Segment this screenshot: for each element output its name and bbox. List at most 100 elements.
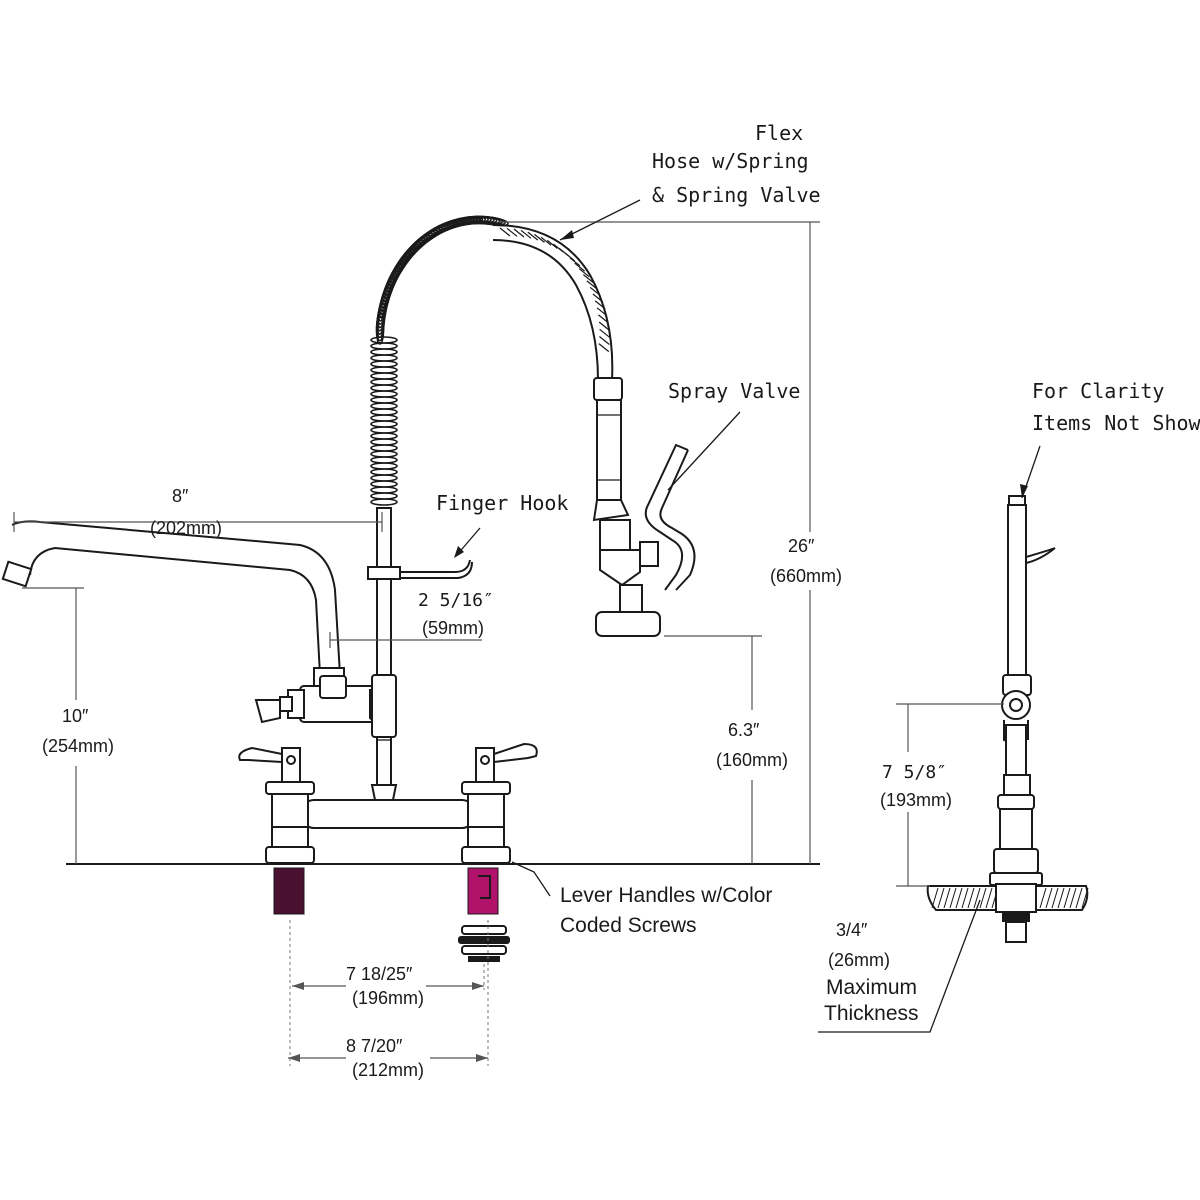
deck-hatch-line bbox=[1063, 887, 1071, 909]
spring-coil-loop bbox=[370, 378, 398, 386]
spring-coil-loop bbox=[370, 366, 398, 374]
deck-hatch-line bbox=[985, 887, 993, 909]
leader-lines bbox=[454, 199, 1041, 1033]
dim-inlet-spacing-in: 7 18/25″ bbox=[346, 964, 413, 984]
label-lever-handles-line1: Lever Handles w/Color bbox=[560, 884, 772, 907]
deck-hatch-line bbox=[949, 887, 957, 909]
spring-coil-loop bbox=[370, 390, 398, 398]
left-valve bbox=[238, 746, 315, 864]
label-lever-handles-line2: Coded Screws bbox=[560, 914, 697, 937]
dim-spout-reach-mm: (202mm) bbox=[150, 518, 222, 538]
dim-overall-height bbox=[500, 221, 820, 864]
deck-hatch-line bbox=[1081, 887, 1089, 909]
dim-spray-height-mm: (160mm) bbox=[716, 750, 788, 770]
deck-hatch-line bbox=[937, 887, 945, 909]
hose-tick bbox=[599, 336, 610, 345]
label-thickness: Thickness bbox=[824, 1002, 919, 1025]
spring-coil-loop bbox=[370, 420, 398, 428]
hose-tick bbox=[513, 228, 525, 238]
hose-tick bbox=[499, 227, 511, 237]
right-valve bbox=[461, 742, 538, 864]
dim-inlet-outer-mm: (212mm) bbox=[352, 1060, 424, 1080]
dim-spout-reach-in: 8″ bbox=[172, 486, 189, 506]
flex-hose bbox=[492, 224, 614, 381]
riser-pipe bbox=[370, 507, 398, 812]
spring-coil-loop bbox=[370, 462, 398, 470]
hose-tick bbox=[598, 321, 610, 331]
dim-overall-height-in: 26″ bbox=[788, 536, 815, 556]
spring-coil-loop bbox=[370, 492, 398, 500]
dim-side-height-in: 7 5/8″ bbox=[882, 762, 947, 783]
bridge-body bbox=[301, 799, 475, 829]
spring-coil-loop bbox=[370, 432, 398, 440]
deck-hatch-line bbox=[1039, 887, 1047, 909]
hose-tick bbox=[540, 236, 552, 246]
spring-coil-loop bbox=[370, 348, 398, 356]
dim-deck-thickness-in: 3/4″ bbox=[836, 920, 868, 940]
dim-inlet-spacing bbox=[288, 920, 489, 1066]
spring-coil-loop bbox=[370, 354, 398, 362]
dim-side-height bbox=[896, 703, 1004, 887]
spring-coil-loop bbox=[370, 498, 398, 506]
label-for-clarity-line2: Items Not Shown bbox=[1032, 411, 1200, 435]
dim-side-height-mm: (193mm) bbox=[880, 790, 952, 810]
hose-tick bbox=[598, 343, 610, 353]
dim-overall-height-mm: (660mm) bbox=[770, 566, 842, 586]
hose-tick bbox=[599, 328, 610, 338]
deck-hatch-line bbox=[955, 887, 963, 909]
dim-inlet-outer-in: 8 7/20″ bbox=[346, 1036, 403, 1056]
dim-deck-thickness-mm: (26mm) bbox=[828, 950, 890, 970]
spring-coil-loop bbox=[370, 402, 398, 410]
dim-spray-height bbox=[664, 635, 762, 864]
dim-spray-height-in: 6.3″ bbox=[728, 720, 760, 740]
spring-coil-loop bbox=[370, 342, 398, 350]
hose-tick bbox=[589, 286, 601, 296]
locknut-washer bbox=[458, 925, 510, 962]
dim-riser-offset-mm: (59mm) bbox=[422, 618, 484, 638]
hose-tick bbox=[578, 268, 590, 278]
dim-spout-height-mm: (254mm) bbox=[42, 736, 114, 756]
label-flex-hose-line1: Flex bbox=[755, 121, 803, 145]
hose-tick bbox=[564, 252, 576, 262]
label-maximum: Maximum bbox=[826, 976, 917, 999]
hose-tick bbox=[546, 239, 558, 249]
spring-coil-loop bbox=[370, 468, 398, 476]
label-flex-hose-line3: & Spring Valve bbox=[652, 183, 821, 207]
dim-inlet-spacing-mm: (196mm) bbox=[352, 988, 424, 1008]
spring-coil-loop bbox=[370, 486, 398, 494]
spring-coil-loop bbox=[370, 456, 398, 464]
spring-coil-loop bbox=[370, 480, 398, 488]
hose-tick bbox=[534, 233, 545, 243]
deck-hatch-line bbox=[1069, 887, 1077, 909]
dim-riser-offset-in: 2 5/16″ bbox=[418, 590, 494, 611]
hose-tick bbox=[520, 229, 532, 239]
deck-hatch-line bbox=[973, 887, 981, 909]
right-shank bbox=[467, 867, 499, 915]
hose-tick bbox=[598, 314, 609, 324]
hose-tick bbox=[594, 300, 606, 310]
deck-hatch-line bbox=[961, 887, 969, 909]
deck-hatch-line bbox=[931, 887, 939, 909]
deck-hatch-line bbox=[1057, 887, 1065, 909]
label-flex-hose-line2: Hose w/Spring bbox=[652, 149, 809, 173]
spring-coil-loop bbox=[370, 372, 398, 380]
spring-coil-loop bbox=[370, 474, 398, 482]
dim-spout-height bbox=[22, 587, 84, 864]
dim-riser-offset bbox=[329, 632, 482, 648]
spring-coil-loop bbox=[370, 396, 398, 404]
swing-spout bbox=[1, 520, 345, 687]
side-view-deck bbox=[926, 883, 1089, 943]
spring-coil-loop bbox=[370, 414, 398, 422]
spring-coil-loop bbox=[370, 444, 398, 452]
spring-coil-loop bbox=[370, 426, 398, 434]
deck-hatch-line bbox=[967, 887, 975, 909]
spring-coil-loop bbox=[370, 360, 398, 368]
hose-tick bbox=[574, 262, 586, 272]
spring-coil-loop bbox=[370, 408, 398, 416]
hose-tick bbox=[582, 274, 594, 284]
hose-tick bbox=[527, 231, 539, 241]
label-finger-hook: Finger Hook bbox=[436, 491, 568, 515]
spray-valve bbox=[592, 377, 696, 637]
deck-hatch-line bbox=[1075, 887, 1083, 909]
